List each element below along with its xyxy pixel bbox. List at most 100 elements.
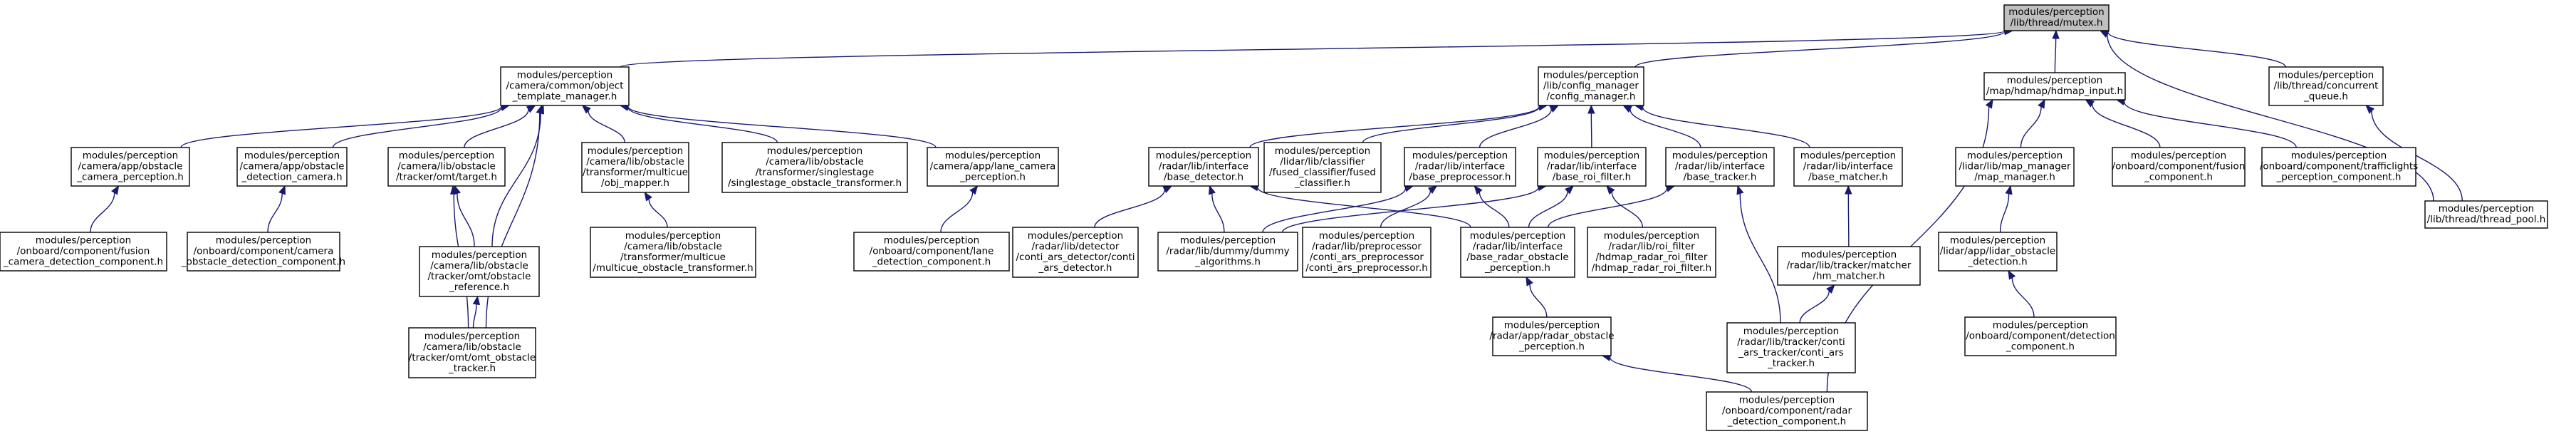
node-conti_trk[interactable]: modules/perception/radar/lib/tracker/con… (1726, 322, 1856, 373)
node-label-line: /base_preprocessor.h (1409, 172, 1511, 183)
node-hdmap[interactable]: modules/perception/map/hdmap/hdmap_input… (1983, 72, 2126, 100)
node-label-line: modules/perception (1504, 320, 1600, 331)
node-label-line: /conti_ars_detector/conti (1016, 252, 1135, 263)
node-otm[interactable]: modules/perception/camera/common/object_… (500, 66, 630, 106)
node-label-line: _queue.h (2303, 91, 2348, 103)
node-brop[interactable]: modules/perception/radar/lib/interface/b… (1460, 227, 1575, 278)
node-pool[interactable]: modules/perception/lib/thread/thread_poo… (2424, 200, 2548, 229)
node-det_comp[interactable]: modules/perception/onboard/component/det… (1964, 316, 2117, 356)
node-label-line: modules/perception (216, 235, 311, 247)
node-label-line: _tracker.h (448, 363, 496, 374)
edge-traffic-to-hdmap (2123, 101, 2297, 148)
node-label-line: modules/perception (1967, 150, 2063, 162)
node-radar_det[interactable]: modules/perception/onboard/component/rad… (1706, 391, 1868, 431)
arrowhead (1565, 185, 1574, 195)
edge-fusion_cam-to-cam_perc (90, 192, 115, 233)
node-mutex[interactable]: modules/perception/lib/thread/mutex.h (2003, 4, 2110, 31)
arrowhead (1587, 104, 1595, 114)
node-multicue[interactable]: modules/perception/camera/lib/obstacle/t… (590, 227, 756, 278)
node-objmap[interactable]: modules/perception/camera/lib/obstacle/t… (581, 142, 689, 193)
node-label-line: modules/perception (1739, 395, 1835, 406)
node-label-line: _detection_camera.h (241, 172, 342, 183)
node-lidar_det[interactable]: modules/perception/lidar/app/lidar_obsta… (1938, 232, 2058, 272)
node-label-line: /onboard/component/radar (1722, 406, 1852, 417)
node-cq[interactable]: modules/perception/lib/thread/concurrent… (2268, 66, 2384, 106)
node-label-line: _camera_detection_component.h (3, 257, 163, 268)
node-traffic[interactable]: modules/perception/onboard/component/tra… (2260, 147, 2418, 187)
edge-btrk-to-cfgm (1629, 109, 1701, 148)
node-conti_det[interactable]: modules/perception/radar/lib/detector/co… (1012, 227, 1139, 278)
node-label-line: _component.h (2006, 341, 2075, 353)
node-label-line: modules/perception (2008, 6, 2104, 18)
node-label-line: _ars_tracker/conti_ars (1738, 347, 1844, 358)
edge-fused-to-cfgm (1362, 106, 1540, 143)
edge-pool-to-cq (2371, 110, 2463, 202)
node-omtobs[interactable]: modules/perception/camera/lib/obstacle/t… (419, 246, 540, 297)
node-hdroi[interactable]: modules/perception/radar/lib/roi_filter/… (1587, 227, 1716, 278)
arrowhead (2008, 269, 2016, 280)
node-label-line: /onboard/component/fusion (2112, 161, 2246, 172)
node-label-line: /camera/lib/obstacle (397, 161, 496, 172)
edge-conti_trk-to-hmm (1799, 291, 1830, 324)
node-box (2003, 4, 2110, 31)
node-label-line: /camera/lib/obstacle (430, 260, 528, 272)
node-fusion_cam[interactable]: modules/perception/onboard/component/fus… (0, 232, 167, 272)
node-label-line: _template_manager.h (512, 91, 617, 103)
node-mapman[interactable]: modules/perception/lidar/lib/map_manager… (1955, 147, 2075, 187)
arrowhead (2085, 99, 2095, 108)
node-label-line: modules/perception (1319, 230, 1414, 242)
node-det_cam[interactable]: modules/perception/camera/app/obstacle_d… (236, 147, 348, 187)
node-fusion[interactable]: modules/perception/onboard/component/fus… (2112, 147, 2246, 187)
node-label-line: modules/perception (1800, 150, 1896, 162)
node-box (1938, 232, 2058, 272)
node-label-line: _tracker.h (1767, 358, 1815, 369)
edge-single-to-otm (627, 107, 778, 143)
node-dummy[interactable]: modules/perception/radar/lib/dummy/dummy… (1157, 232, 1298, 272)
node-label-line: _reference.h (449, 282, 509, 293)
node-label-line: modules/perception (424, 331, 520, 342)
node-lane_det[interactable]: modules/perception/onboard/component/lan… (853, 232, 1010, 272)
node-cam_obs_det[interactable]: modules/perception/onboard/component/cam… (181, 232, 345, 272)
node-bmat[interactable]: modules/perception/radar/lib/interface/b… (1793, 147, 1903, 187)
node-label-line: modules/perception (588, 145, 683, 157)
node-label-line: /lidar/app/lidar_obstacle (1940, 246, 2056, 257)
node-broi[interactable]: modules/perception/radar/lib/interface/b… (1537, 147, 1647, 187)
node-bdet[interactable]: modules/perception/radar/lib/interface/b… (1148, 147, 1259, 187)
node-label-line: modules/perception (1470, 230, 1565, 242)
node-label-line: /lib/thread/mutex.h (2011, 17, 2103, 29)
node-bpre[interactable]: modules/perception/radar/lib/interface/b… (1404, 147, 1516, 187)
node-label-line: _perception_component.h (2275, 172, 2401, 183)
node-hmm[interactable]: modules/perception/radar/lib/tracker/mat… (1777, 246, 1921, 286)
node-box (2424, 200, 2548, 229)
node-omtomt[interactable]: modules/perception/camera/lib/obstacle/t… (408, 327, 536, 378)
node-label-line: /config_manager.h (1547, 91, 1636, 103)
node-label-line: /lidar/lib/classifier (1280, 156, 1365, 167)
node-single[interactable]: modules/perception/camera/lib/obstacle/t… (721, 142, 908, 193)
node-label-line: modules/perception (1950, 235, 2045, 247)
node-rop[interactable]: modules/perception/radar/app/radar_obsta… (1489, 316, 1615, 356)
arrowhead (2005, 185, 2013, 195)
node-label-line: _component.h (2144, 172, 2213, 183)
node-box (590, 227, 756, 278)
node-box (419, 246, 540, 297)
node-label-line: modules/perception (1180, 235, 1276, 247)
node-label-line: /hm_matcher.h (1813, 271, 1884, 282)
node-box (1983, 72, 2126, 100)
node-box (853, 232, 1010, 272)
node-lane[interactable]: modules/perception/camera/app/lane_camer… (927, 147, 1059, 187)
node-conti_pre[interactable]: modules/perception/radar/lib/preprocesso… (1302, 227, 1432, 278)
node-btrk[interactable]: modules/perception/radar/lib/interface/b… (1665, 147, 1775, 187)
node-label-line: /onboard/component/camera (194, 246, 334, 257)
node-box (1706, 391, 1868, 431)
node-box (408, 327, 536, 378)
edge-cam_perc-to-otm (180, 106, 502, 148)
node-label-line: /transformer/singlestage (756, 167, 875, 178)
node-label-line: /conti_ars_preprocessor.h (1305, 262, 1428, 274)
node-label-line: /base_radar_obstacle (1466, 252, 1568, 263)
node-cfgm[interactable]: modules/perception/lib/config_manager/co… (1538, 66, 1644, 106)
node-target[interactable]: modules/perception/camera/lib/obstacle/t… (387, 147, 506, 187)
node-fused[interactable]: modules/perception/lidar/lib/classifier/… (1263, 142, 1382, 193)
node-label-line: /lidar/lib/map_manager (1959, 161, 2070, 172)
node-label-line: modules/perception (1156, 150, 1251, 162)
node-cam_perc[interactable]: modules/perception/camera/app/obstacle_c… (71, 147, 190, 187)
